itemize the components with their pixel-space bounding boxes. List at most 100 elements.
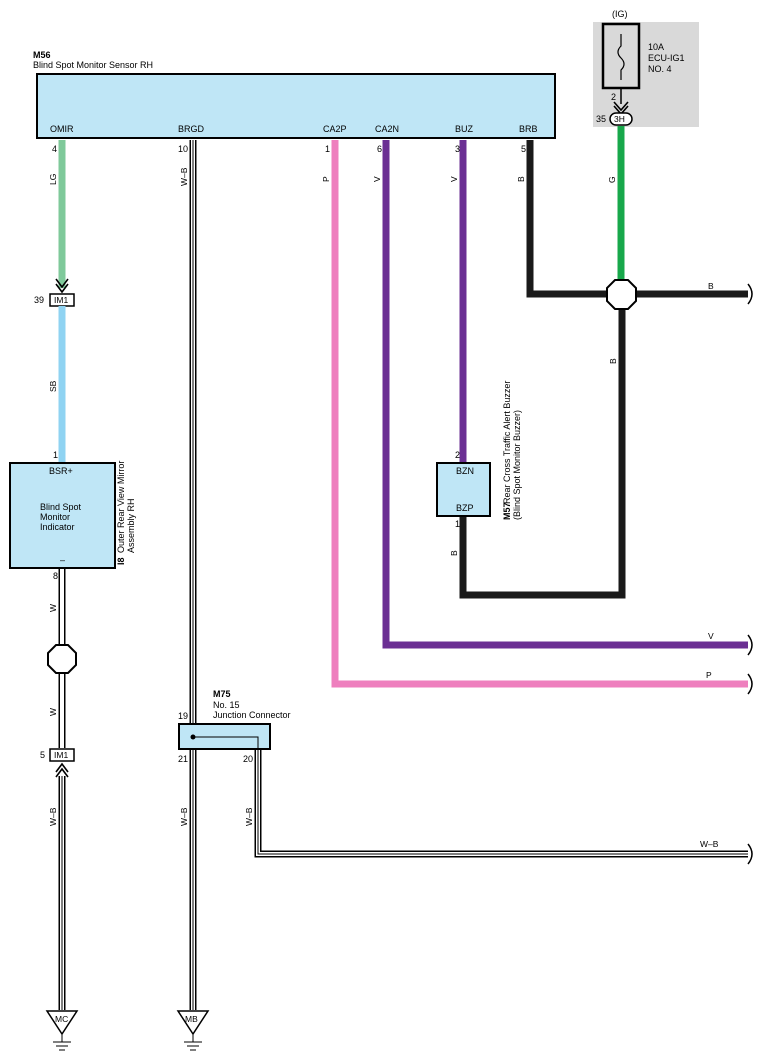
wire-continues-icon bbox=[747, 634, 753, 656]
wire-label-wb-right: W–B bbox=[700, 839, 719, 849]
i8-pin-1: 1 bbox=[53, 450, 58, 460]
m75-pin-21: 21 bbox=[178, 754, 188, 764]
i8-code: I8 bbox=[116, 557, 126, 565]
i8-text-line1: Blind Spot bbox=[40, 502, 82, 512]
m75-pin-20: 20 bbox=[243, 754, 253, 764]
m56-box bbox=[36, 73, 556, 139]
fuse-rating: 10A bbox=[648, 42, 664, 52]
i8-indicator: BSR+ Blind Spot Monitor Indicator – I8 O… bbox=[9, 461, 136, 581]
wire-continues-icon bbox=[747, 673, 753, 695]
wire-label-v1: V bbox=[372, 176, 382, 182]
wire-label-w2: W bbox=[48, 708, 58, 716]
wire-omir: LG IM1 39 SB 1 bbox=[34, 140, 75, 462]
m57-name-line1: Rear Cross Traffic Alert Buzzer bbox=[502, 381, 512, 504]
i8-text-line2: Monitor bbox=[40, 512, 70, 522]
i8-terminal-ground: – bbox=[60, 555, 65, 565]
i8-name-line1: Outer Rear View Mirror bbox=[116, 461, 126, 553]
ground-label-mb: MB bbox=[185, 1014, 198, 1024]
m57-code: M57 bbox=[502, 502, 512, 520]
m56-terminal-ca2p: CA2P bbox=[323, 124, 347, 134]
m57-name-line2: (Blind Spot Monitor Buzzer) bbox=[512, 410, 522, 520]
m57-label: M57 Rear Cross Traffic Alert Buzzer (Bli… bbox=[502, 381, 522, 520]
wire-brgd: W–B 19 bbox=[178, 140, 197, 723]
wire-label-v-right: V bbox=[708, 631, 714, 641]
m56-pin-3: 3 bbox=[455, 144, 460, 154]
m56-pin-5: 5 bbox=[521, 144, 526, 154]
wire-continues-icon bbox=[747, 283, 753, 305]
wire-label-wb-mid: W–B bbox=[179, 807, 189, 826]
wire-w-left: W W IM1 5 W–B MC bbox=[40, 569, 79, 1051]
wire-label-v2: V bbox=[449, 176, 459, 182]
fuse-supply-label: (IG) bbox=[612, 9, 628, 19]
fuse-name: ECU-IG1 bbox=[648, 53, 685, 63]
wire-buz: V 2 bbox=[449, 140, 467, 462]
connector-im1-bottom bbox=[49, 748, 75, 762]
m75-pin-19: 19 bbox=[178, 711, 188, 721]
chevron-up-icon bbox=[55, 762, 69, 778]
wire-label-wb-left: W–B bbox=[48, 807, 58, 826]
m56-terminal-brb: BRB bbox=[519, 124, 538, 134]
m56-pin-4: 4 bbox=[52, 144, 57, 154]
connector-im1-top-pin: 39 bbox=[34, 295, 44, 305]
wire-label-p-right: P bbox=[706, 670, 712, 680]
m56-terminal-omir: OMIR bbox=[50, 124, 74, 134]
m56-code: M56 bbox=[33, 50, 51, 60]
m56-sensor: M56 Blind Spot Monitor Sensor RH OMIR BR… bbox=[33, 50, 556, 154]
m75-name-line1: No. 15 bbox=[213, 700, 240, 710]
connector-im1-top-label: IM1 bbox=[54, 295, 68, 305]
m56-terminal-buz: BUZ bbox=[455, 124, 474, 134]
connector-3h-label: 3H bbox=[614, 114, 625, 124]
m57-pin-2: 2 bbox=[455, 450, 460, 460]
wire-label-g: G bbox=[607, 176, 617, 183]
wire-continues-icon bbox=[747, 843, 753, 865]
m57-box bbox=[436, 462, 491, 517]
m57-terminal-bzp: BZP bbox=[456, 503, 474, 513]
wire-label-b-down: B bbox=[608, 358, 618, 364]
connector-im1-bottom-pin: 5 bbox=[40, 750, 45, 760]
wire-brb: B B G bbox=[516, 126, 753, 310]
i8-text-line3: Indicator bbox=[40, 522, 75, 532]
chevron-down-icon bbox=[55, 278, 69, 294]
connector-im1-bottom-label: IM1 bbox=[54, 750, 68, 760]
m56-pin-10: 10 bbox=[178, 144, 188, 154]
m57-terminal-bzn: BZN bbox=[456, 466, 474, 476]
wire-label-b1: B bbox=[516, 176, 526, 182]
m56-terminal-brgd: BRGD bbox=[178, 124, 205, 134]
ground-symbol-right bbox=[176, 1010, 210, 1036]
fuse-background bbox=[593, 22, 699, 127]
wire-label-wb-top: W–B bbox=[179, 167, 189, 186]
wire-label-b-right: B bbox=[708, 281, 714, 291]
splice-point bbox=[606, 279, 637, 310]
fuse-icon bbox=[617, 34, 625, 80]
m57-buzzer: BZN BZP M57 Rear Cross Traffic Alert Buz… bbox=[436, 308, 626, 599]
fuse-pin: 2 bbox=[611, 92, 616, 102]
m56-pin-1: 1 bbox=[325, 144, 330, 154]
wire-label-sb: SB bbox=[48, 380, 58, 392]
wire-label-wb-20: W–B bbox=[244, 807, 254, 826]
m56-terminal-ca2n: CA2N bbox=[375, 124, 399, 134]
m75-junction: M75 No. 15 Junction Connector 21 20 W–B … bbox=[176, 689, 753, 1051]
wire-ca2n: V V bbox=[372, 140, 753, 656]
i8-pin-8: 8 bbox=[53, 571, 58, 581]
connector-3h bbox=[609, 112, 633, 126]
m56-pin-6: 6 bbox=[377, 144, 382, 154]
m75-name-line2: Junction Connector bbox=[213, 710, 291, 720]
ground-label-mc: MC bbox=[55, 1014, 68, 1024]
fuse-block: (IG) 10A ECU-IG1 NO. 4 2 3H 35 bbox=[593, 9, 699, 127]
connector-3h-pin: 35 bbox=[596, 114, 606, 124]
m56-name: Blind Spot Monitor Sensor RH bbox=[33, 60, 153, 70]
i8-name-line2: Assembly RH bbox=[126, 498, 136, 553]
i8-box bbox=[9, 462, 116, 569]
i8-label: I8 Outer Rear View Mirror Assembly RH bbox=[116, 461, 136, 565]
fuse-number: NO. 4 bbox=[648, 64, 672, 74]
wire-label-lg: LG bbox=[48, 174, 58, 185]
m75-code: M75 bbox=[213, 689, 231, 699]
splice-point bbox=[47, 644, 77, 674]
ground-symbol-left bbox=[45, 1010, 79, 1036]
wire-ca2p: P P bbox=[321, 140, 753, 695]
wire-label-b-buzzer: B bbox=[449, 550, 459, 556]
wire-label-p: P bbox=[321, 176, 331, 182]
m57-pin-1: 1 bbox=[455, 519, 460, 529]
i8-terminal-bsr: BSR+ bbox=[49, 466, 73, 476]
